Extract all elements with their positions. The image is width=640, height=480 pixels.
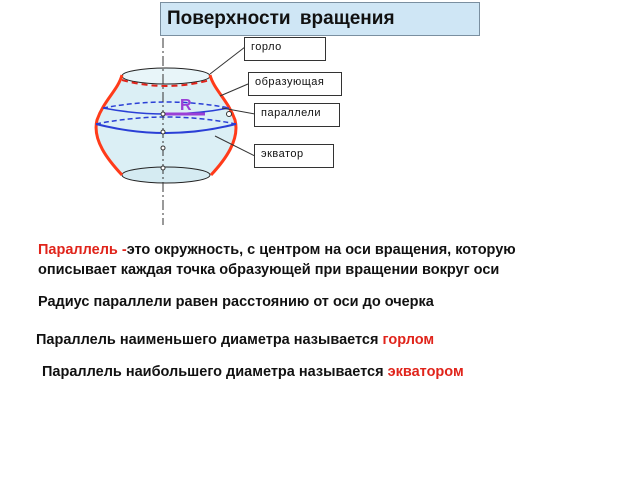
label-equator: экватор bbox=[254, 144, 334, 168]
neck-parallel-front bbox=[121, 79, 211, 87]
radius-statement: Радиус параллели равен расстоянию от оси… bbox=[38, 294, 434, 310]
generatrix-left bbox=[94, 74, 124, 177]
label-neck: горло bbox=[244, 37, 326, 61]
parallel-upper-back bbox=[102, 101, 230, 109]
equator-front bbox=[95, 123, 237, 134]
label-parallels: параллели bbox=[254, 103, 340, 127]
center-point bbox=[160, 165, 166, 171]
radius-label: R bbox=[180, 97, 192, 114]
leader-equator bbox=[214, 135, 256, 157]
center-point bbox=[160, 111, 166, 117]
vase-body bbox=[96, 75, 236, 175]
neck-ellipse bbox=[121, 67, 211, 85]
slide-title: Поверхности вращения bbox=[160, 2, 480, 36]
term-parallel: Параллель - bbox=[38, 242, 127, 258]
equator-statement: Параллель наибольшего диаметра называетс… bbox=[42, 364, 464, 380]
center-point bbox=[160, 129, 166, 135]
label-generatrix: образующая bbox=[248, 72, 342, 96]
bottom-ellipse bbox=[121, 166, 211, 184]
leader-generatrix bbox=[219, 83, 249, 97]
term-neck: горлом bbox=[382, 332, 435, 348]
center-point bbox=[160, 145, 166, 151]
leader-parallels bbox=[221, 107, 256, 115]
generatrix-right bbox=[208, 74, 238, 177]
vase-diagram: R bbox=[94, 38, 256, 225]
definition-line-2: описывает каждая точка образующей при вр… bbox=[38, 262, 500, 278]
definition-line-1: Параллель -это окружность, с центром на … bbox=[38, 242, 516, 258]
term-equator: экватором bbox=[387, 364, 464, 380]
leader-neck bbox=[209, 46, 246, 75]
neck-statement: Параллель наименьшего диаметра называетс… bbox=[36, 332, 435, 348]
generatrix-point bbox=[226, 111, 232, 117]
